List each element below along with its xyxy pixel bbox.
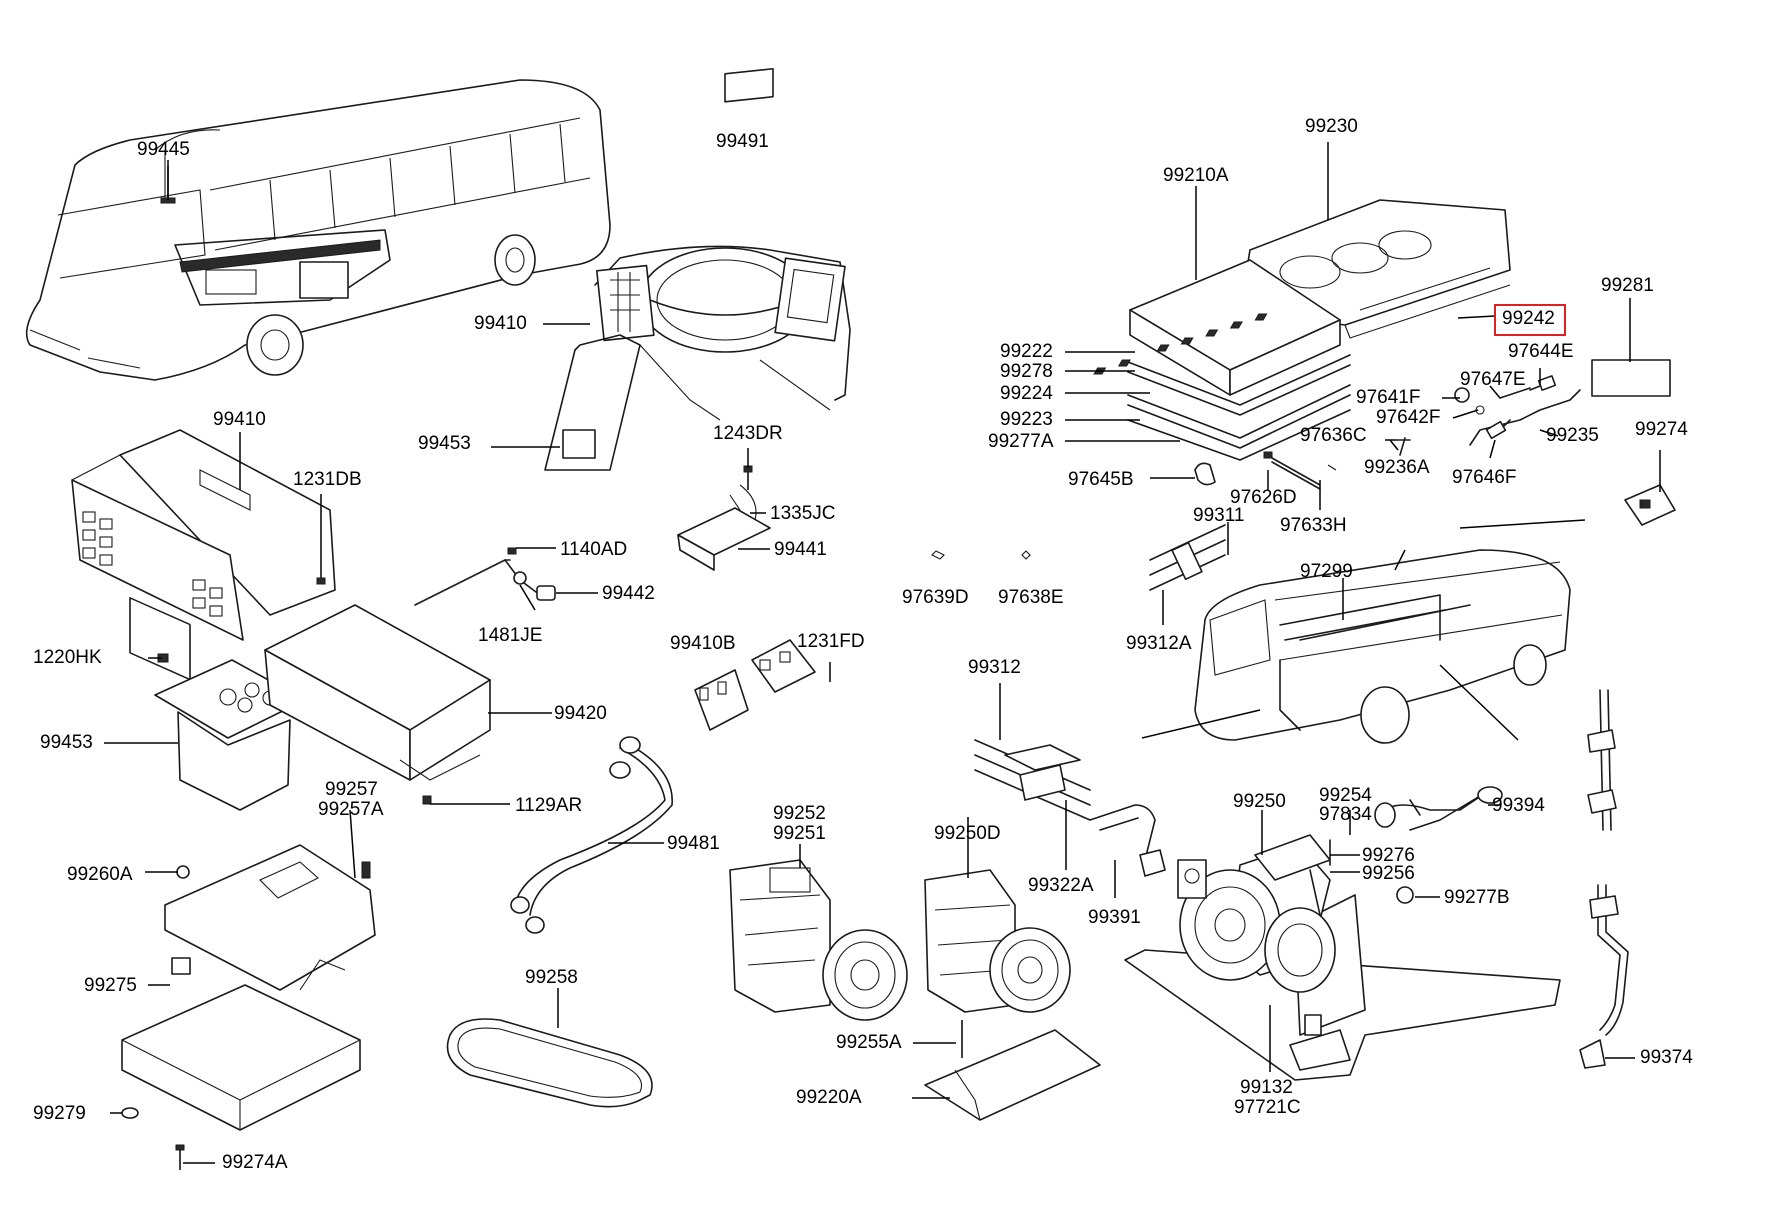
part-label: 99251 xyxy=(773,823,826,844)
part-label: 99252 xyxy=(773,803,826,824)
part-label: 99453 xyxy=(40,732,93,753)
cover-assembly xyxy=(1093,199,1676,526)
part-label: 1243DR xyxy=(713,423,783,444)
part-label: 99410B xyxy=(670,633,736,654)
part-label: 99257A xyxy=(318,799,384,820)
part-label: 99275 xyxy=(84,975,137,996)
part-label: 99277B xyxy=(1444,887,1510,908)
dashboard-illustration xyxy=(544,67,851,471)
leader-lines xyxy=(104,142,1661,1164)
part-label: 97834 xyxy=(1319,804,1372,825)
part-label: 97636C xyxy=(1300,425,1367,446)
part-label: 97647E xyxy=(1460,369,1526,390)
part-label: 99220A xyxy=(796,1087,862,1108)
part-label: 99420 xyxy=(554,703,607,724)
part-label: 99210A xyxy=(1163,165,1229,186)
part-label: 97721C xyxy=(1234,1097,1301,1118)
part-label: 99242 xyxy=(1502,308,1555,329)
part-label: 99445 xyxy=(137,139,190,160)
part-label: 97642F xyxy=(1376,407,1441,428)
part-label: 99260A xyxy=(67,864,133,885)
pipe-99394 xyxy=(1374,786,1503,831)
part-label: 99274 xyxy=(1635,419,1688,440)
part-label: 99236A xyxy=(1364,457,1430,478)
part-label: 99278 xyxy=(1000,361,1053,382)
part-label: 1481JE xyxy=(478,625,543,646)
part-label: 99254 xyxy=(1319,785,1372,806)
part-label: 99257 xyxy=(325,779,378,800)
part-label: 99274A xyxy=(222,1152,288,1173)
part-label: 99224 xyxy=(1000,383,1053,404)
part-label: 99222 xyxy=(1000,341,1053,362)
part-label: 97638E xyxy=(998,587,1064,608)
harness-99481 xyxy=(510,736,673,934)
part-label: 97641F xyxy=(1356,387,1421,408)
part-label: 97633H xyxy=(1280,515,1347,536)
part-label: 99442 xyxy=(602,583,655,604)
compressor-99250-assembly xyxy=(1124,834,1561,1081)
part-label: 1220HK xyxy=(33,647,102,668)
small-fittings xyxy=(931,375,1581,560)
bracket-99220A xyxy=(924,1020,1101,1121)
part-label: 99235 xyxy=(1546,425,1599,446)
bus-ducting-illustration xyxy=(1141,519,1586,744)
part-label: 1140AD xyxy=(560,539,628,560)
part-label: 97644E xyxy=(1508,341,1574,362)
part-label: 99258 xyxy=(525,967,578,988)
part-label: 97299 xyxy=(1300,561,1353,582)
box-99420 xyxy=(264,604,491,805)
part-label: 97645B xyxy=(1068,469,1134,490)
bus-illustration xyxy=(25,79,611,381)
part-label: 99277A xyxy=(988,431,1054,452)
switch-99410B xyxy=(694,639,831,731)
part-label: 99441 xyxy=(774,539,827,560)
part-label: 99255A xyxy=(836,1032,902,1053)
part-label: 97626D xyxy=(1230,487,1297,508)
part-label: 99250D xyxy=(934,823,1001,844)
part-label: 99279 xyxy=(33,1103,86,1124)
part-label: 99410 xyxy=(213,409,266,430)
bracket-99441 xyxy=(677,465,771,571)
cable-99442 xyxy=(414,547,556,606)
part-label: 99250 xyxy=(1233,791,1286,812)
part-label: 99481 xyxy=(667,833,720,854)
controller-unit-99410 xyxy=(71,429,336,681)
part-label: 97646F xyxy=(1452,467,1517,488)
part-label: 99312 xyxy=(968,657,1021,678)
part-label: 99281 xyxy=(1601,275,1654,296)
part-label: 99223 xyxy=(1000,409,1053,430)
part-label: 99276 xyxy=(1362,845,1415,866)
part-label: 1231FD xyxy=(797,631,865,652)
mount-bracket-99257 xyxy=(121,844,376,1170)
part-label: 97639D xyxy=(902,587,969,608)
pipe-clamp-99312 xyxy=(974,739,1091,821)
part-label: 99256 xyxy=(1362,863,1415,884)
part-label: 1335JC xyxy=(770,503,836,524)
compressor-99252 xyxy=(729,859,908,1021)
pipe-99391 xyxy=(1089,804,1166,877)
part-label: 99374 xyxy=(1640,1047,1693,1068)
pipe-99374 xyxy=(1579,689,1629,1069)
part-label: 99312A xyxy=(1126,633,1192,654)
highlight-box-99242 xyxy=(1494,304,1566,336)
part-label: 99132 xyxy=(1240,1077,1293,1098)
part-label: 99322A xyxy=(1028,875,1094,896)
part-label: 99453 xyxy=(418,433,471,454)
part-label: 1129AR xyxy=(515,795,583,816)
part-label: 99311 xyxy=(1193,505,1245,526)
part-label: 1231DB xyxy=(293,469,362,490)
compressor-99250D xyxy=(924,869,1071,1013)
part-label: 99394 xyxy=(1492,795,1545,816)
part-label: 99391 xyxy=(1088,907,1141,928)
part-label: 99410 xyxy=(474,313,527,334)
belt-99258 xyxy=(446,1018,653,1108)
part-label: 99230 xyxy=(1305,116,1358,137)
part-label: 99491 xyxy=(716,131,769,152)
